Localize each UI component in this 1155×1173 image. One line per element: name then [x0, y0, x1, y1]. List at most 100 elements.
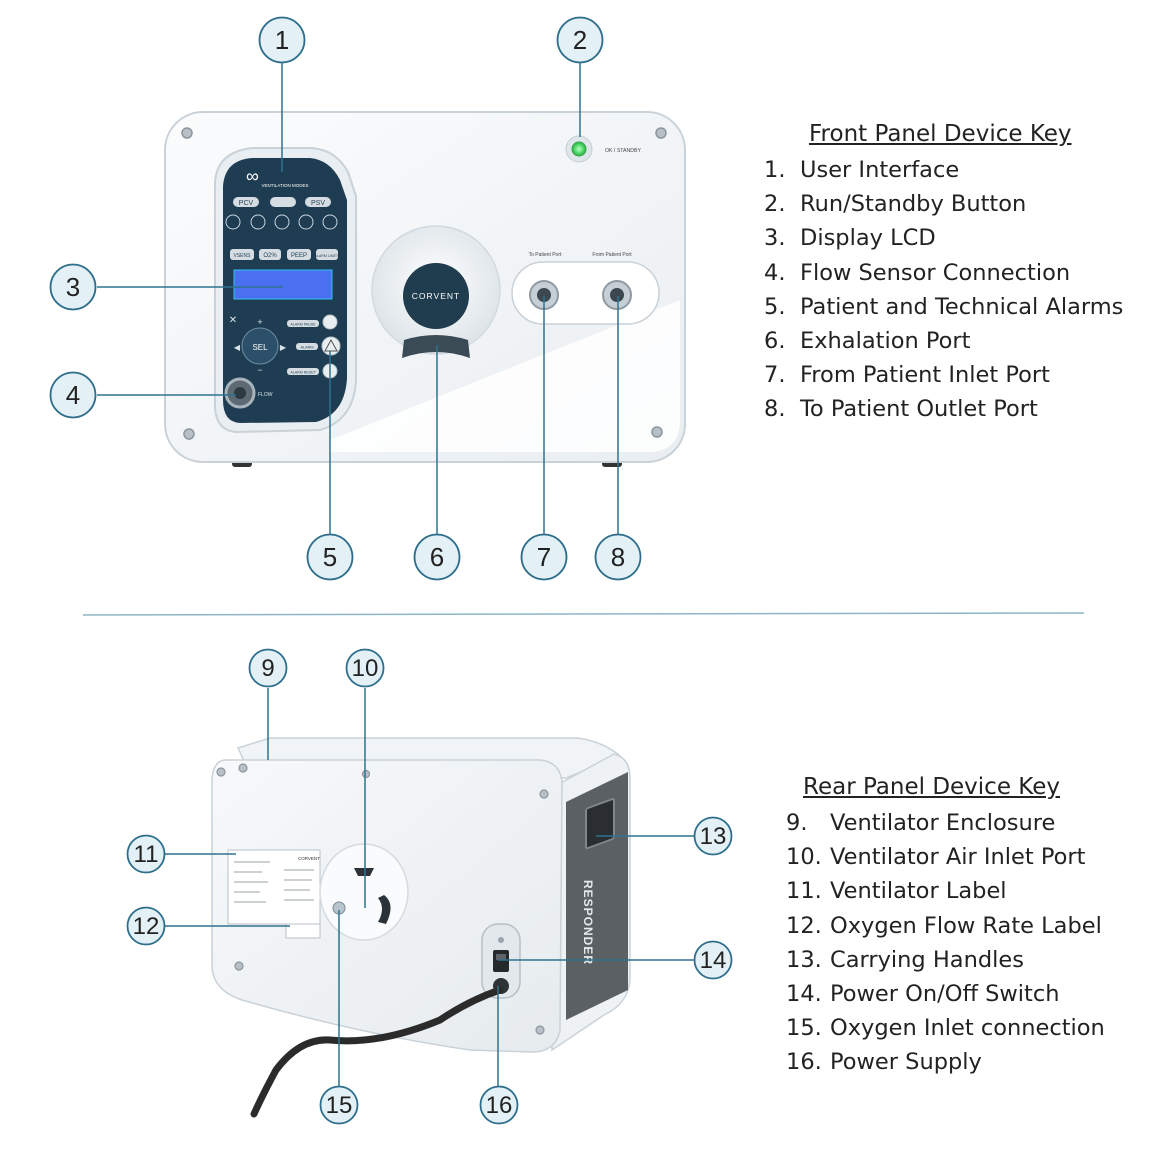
key-item-number: 9. — [786, 810, 808, 836]
alarm-limits-label: ALARM LIMITS — [315, 254, 341, 258]
callout-circle — [258, 16, 306, 64]
vsens-label: VSENS — [234, 253, 252, 259]
screw-icon — [183, 428, 195, 440]
cancel-x-icon[interactable]: ✕ — [229, 315, 237, 326]
exhalation-port-cap[interactable] — [403, 263, 469, 329]
power-cable — [250, 986, 504, 1118]
exhalation-port-opening — [402, 335, 470, 358]
key-item-number: 14. — [786, 980, 822, 1007]
mode-button-psv[interactable] — [305, 197, 331, 207]
key-item-number: 13. — [786, 946, 822, 973]
mode-button-middle[interactable] — [270, 197, 296, 207]
o2-button[interactable] — [259, 249, 281, 260]
rear-key-title: Rear Panel Device Key — [803, 774, 1060, 800]
callout-4: 4 — [49, 371, 97, 419]
parameter-knob-icon[interactable] — [225, 214, 241, 230]
mode-buttons: PCV PSV — [233, 197, 331, 207]
mode-button-label: PSV — [311, 200, 325, 207]
parameter-knob-icon[interactable] — [322, 214, 338, 230]
callout-number: 12 — [133, 913, 160, 940]
alarm-button[interactable] — [296, 343, 318, 350]
arrow-up-icon[interactable]: + — [257, 317, 262, 327]
flow-label: FLOW — [258, 392, 273, 398]
key-item-number: 11. — [786, 878, 822, 905]
rear-key-item: 14.Power On/Off Switch — [786, 977, 1105, 1011]
alarm-pause-label: ALARM PAUSE — [290, 323, 316, 327]
callout-8: 8 — [594, 533, 642, 581]
parameter-knob-icon[interactable] — [274, 214, 290, 230]
rear-key-item: 12.Oxygen Flow Rate Label — [786, 909, 1105, 943]
callout-number: 5 — [323, 542, 337, 572]
key-item-label: Ventilator Air Inlet Port — [830, 844, 1086, 871]
key-item-number: 3. — [764, 225, 786, 252]
oxygen-flow-rate-sticker — [285, 923, 321, 939]
status-led-icon — [571, 141, 587, 157]
front-key-item: 5.Patient and Technical Alarms — [764, 290, 1123, 324]
mode-button-label: PCV — [239, 200, 254, 207]
peep-button[interactable] — [287, 249, 311, 260]
key-item-label: Ventilator Label — [830, 878, 1007, 905]
screw-icon — [539, 789, 549, 799]
arrow-right-icon[interactable]: ▶ — [280, 343, 287, 352]
alarm-limits-button[interactable] — [316, 249, 338, 260]
knob-row — [225, 214, 338, 230]
key-item-number: 4. — [764, 259, 786, 286]
callout-9: 9 — [248, 648, 288, 688]
callout-number: 4 — [66, 380, 80, 410]
callout-3: 3 — [49, 263, 97, 311]
flow-sensor-socket-icon — [234, 387, 246, 399]
screw-icon — [361, 769, 371, 779]
callout-16: 16 — [479, 1085, 519, 1125]
callout-10: 10 — [345, 648, 385, 688]
alarm-pause-button[interactable] — [287, 320, 319, 327]
front-key-list: 1. User Interface 2.Run/Standby Button 3.… — [764, 153, 1123, 427]
vsens-button[interactable] — [230, 249, 254, 260]
key-item-label: User Interface — [800, 157, 960, 183]
ventilator-label-lines — [234, 861, 314, 903]
callout-number: 13 — [700, 823, 727, 850]
front-key-item: 7.From Patient Inlet Port — [764, 358, 1123, 392]
callout-circle — [345, 648, 385, 688]
port-opening-icon — [537, 288, 551, 302]
callout-circle — [319, 1085, 359, 1125]
power-switch[interactable] — [493, 950, 509, 972]
from-patient-port-label: From Patient Port — [592, 252, 632, 258]
callout-circle — [248, 648, 288, 688]
parameter-buttons: VSENS O2% PEEP ALARM LIMITS — [230, 249, 340, 260]
callout-circle — [306, 533, 354, 581]
callout-number: 15 — [326, 1092, 353, 1119]
select-dial[interactable] — [241, 327, 279, 365]
callout-circle — [693, 940, 733, 980]
rear-key-item: 10.Ventilator Air Inlet Port — [786, 840, 1105, 874]
screw-icon — [535, 1025, 545, 1035]
rear-key-list: 9.Ventilator Enclosure 10.Ventilator Air… — [786, 806, 1105, 1080]
mode-button-pcv[interactable] — [233, 197, 259, 207]
callout-circle — [594, 533, 642, 581]
screw-icon — [234, 961, 244, 971]
key-item-label: Oxygen Inlet connection — [830, 1015, 1105, 1042]
front-key-title: Front Panel Device Key — [809, 121, 1072, 147]
alarm-reset-button[interactable] — [287, 368, 319, 375]
front-key-item: 2.Run/Standby Button — [764, 187, 1123, 221]
callout-number: 9 — [261, 655, 274, 682]
ok-standby-label: OK / STANDBY — [605, 148, 641, 154]
arrow-down-icon[interactable]: − — [257, 365, 262, 375]
air-inlet-slot — [354, 868, 374, 876]
parameter-knob-icon[interactable] — [298, 214, 314, 230]
key-item-number: 6. — [764, 327, 786, 354]
alarm-triangle-icon — [324, 338, 338, 352]
parameter-knob-icon[interactable] — [250, 214, 266, 230]
responder-side-logo: RESPONDER — [581, 880, 595, 965]
air-inlet-dome — [319, 843, 409, 941]
callout-circle — [520, 533, 568, 581]
screw-icon — [181, 127, 193, 139]
key-item-number: 1. — [764, 157, 786, 183]
alarm-reset-label: ALARM RESET — [290, 371, 316, 375]
front-face-sweep — [330, 300, 680, 452]
callout-circle — [479, 1085, 519, 1125]
infinity-logo-icon: ∞ — [246, 166, 259, 186]
sel-label: SEL — [252, 343, 268, 352]
key-item-number: 2. — [764, 191, 786, 218]
front-screws — [181, 127, 667, 440]
arrow-left-icon[interactable]: ◀ — [234, 343, 241, 352]
